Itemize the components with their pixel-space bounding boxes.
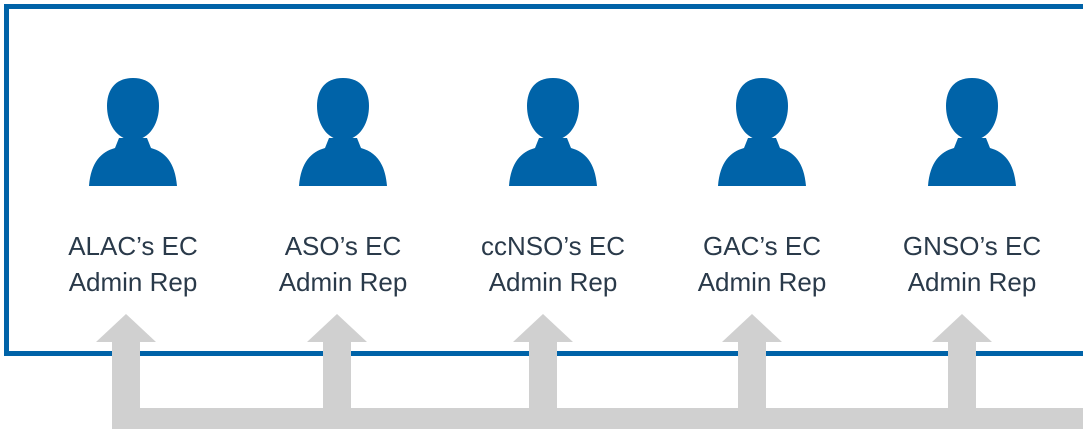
rep-label: ccNSO’s EC Admin Rep	[468, 228, 638, 300]
rep-label-line1: ASO’s EC	[284, 231, 402, 261]
rep-alac: ALAC’s EC Admin Rep	[48, 78, 218, 300]
person-icon	[509, 78, 597, 186]
arrow-up-1	[96, 314, 156, 429]
person-icon	[89, 78, 177, 186]
rep-label: GNSO’s EC Admin Rep	[887, 228, 1057, 300]
rep-ccnso: ccNSO’s EC Admin Rep	[468, 78, 638, 300]
rep-label: ASO’s EC Admin Rep	[258, 228, 428, 300]
person-icon	[299, 78, 387, 186]
arrow-up-3	[513, 314, 573, 429]
rep-label-line2: Admin Rep	[68, 267, 198, 297]
rep-label-line2: Admin Rep	[278, 267, 408, 297]
rep-label-line1: ALAC’s EC	[68, 231, 198, 261]
rep-label: GAC’s EC Admin Rep	[677, 228, 847, 300]
person-icon	[928, 78, 1016, 186]
rep-label-line1: ccNSO’s EC	[481, 231, 625, 261]
arrow-connector-bar	[112, 408, 1083, 429]
person-icon	[718, 78, 806, 186]
rep-label-line2: Admin Rep	[488, 267, 618, 297]
arrow-up-4	[722, 314, 782, 429]
rep-label: ALAC’s EC Admin Rep	[48, 228, 218, 300]
arrow-up-5	[932, 314, 992, 429]
rep-label-line2: Admin Rep	[907, 267, 1037, 297]
rep-label-line2: Admin Rep	[697, 267, 827, 297]
arrow-up-2	[307, 314, 367, 429]
rep-label-line1: GNSO’s EC	[902, 231, 1042, 261]
rep-aso: ASO’s EC Admin Rep	[258, 78, 428, 300]
rep-gac: GAC’s EC Admin Rep	[677, 78, 847, 300]
rep-gnso: GNSO’s EC Admin Rep	[887, 78, 1057, 300]
rep-label-line1: GAC’s EC	[703, 231, 821, 261]
